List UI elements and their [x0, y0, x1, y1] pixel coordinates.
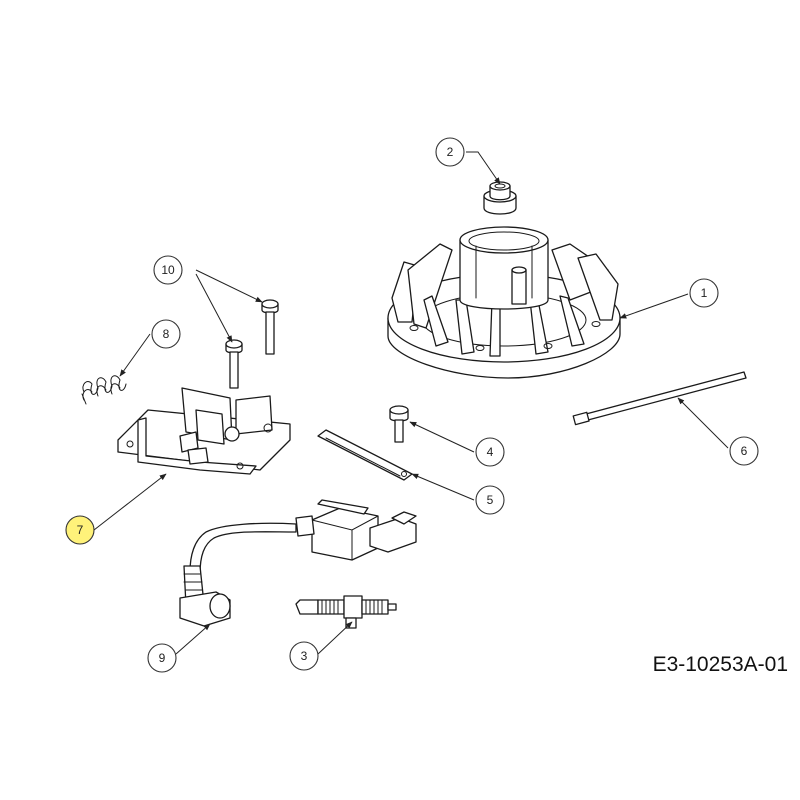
spark-plug	[295, 595, 397, 629]
svg-text:2: 2	[447, 145, 454, 159]
callout-10: 10	[153, 255, 183, 285]
callout-7: 7	[65, 515, 95, 545]
callout-5: 5	[475, 485, 505, 515]
cable-tie	[572, 371, 747, 426]
callout-9: 9	[147, 643, 177, 673]
callout-1: 1	[689, 278, 719, 308]
callout-3: 3	[289, 641, 319, 671]
callout-6: 6	[729, 436, 759, 466]
bolt-10-left	[225, 339, 243, 389]
bolt-10-right	[261, 299, 279, 355]
bolt-4	[389, 405, 409, 443]
ignition-coil	[295, 499, 417, 561]
drawing-number: E3-10253A-01	[653, 653, 788, 676]
svg-text:3: 3	[301, 649, 308, 663]
spring	[81, 375, 127, 405]
svg-text:9: 9	[159, 651, 166, 665]
flywheel-nut	[483, 181, 517, 215]
callout-2: 2	[435, 137, 465, 167]
svg-text:8: 8	[163, 327, 170, 341]
flywheel	[387, 226, 621, 379]
leader-lines	[93, 151, 729, 655]
svg-text:1: 1	[701, 286, 708, 300]
svg-text:10: 10	[161, 263, 175, 277]
spark-plug-boot	[179, 565, 231, 627]
svg-text:6: 6	[741, 444, 748, 458]
callout-8: 8	[151, 319, 181, 349]
svg-text:7: 7	[77, 523, 84, 537]
callout-4: 4	[475, 437, 505, 467]
svg-text:5: 5	[487, 493, 494, 507]
spark-plug-wire	[189, 522, 297, 575]
svg-text:4: 4	[487, 445, 494, 459]
bracket-assembly	[117, 387, 291, 475]
